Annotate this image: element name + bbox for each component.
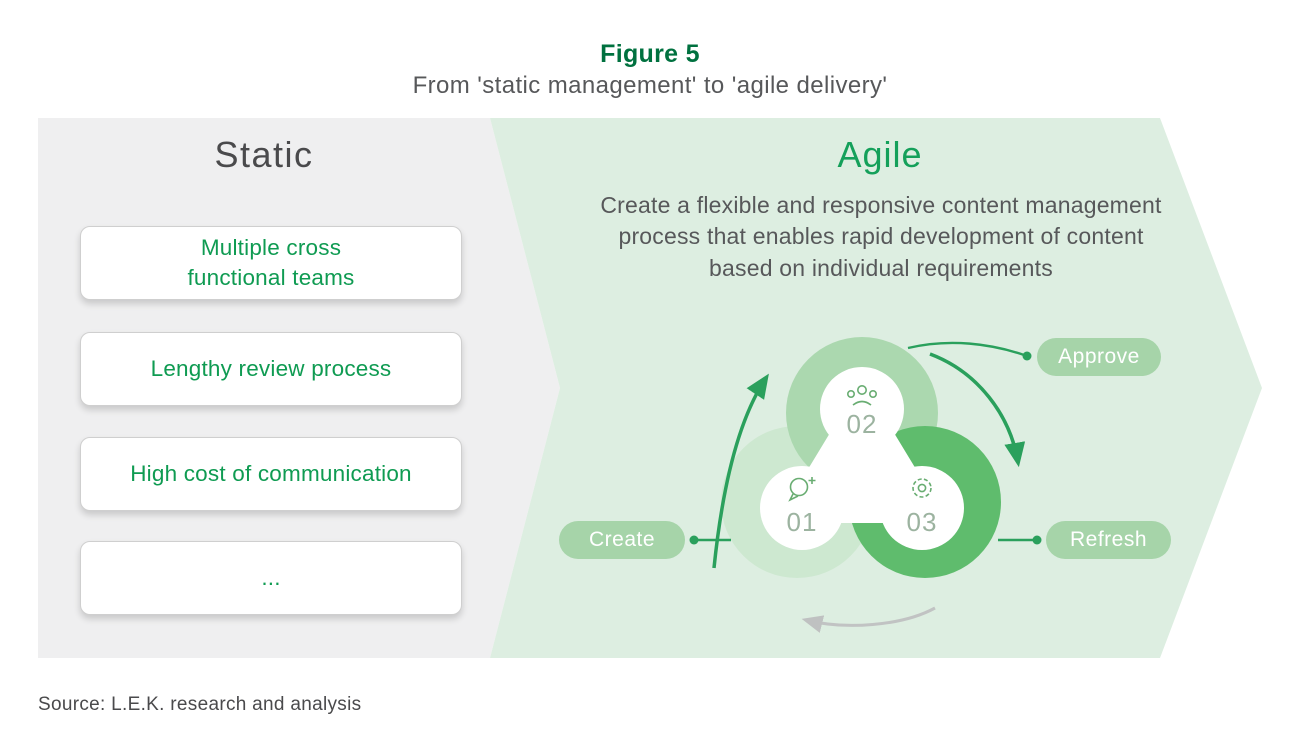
step-1-number: 01 [787,507,818,537]
team-icon [846,385,877,406]
source-note: Source: L.E.K. research and analysis [38,694,362,715]
step-1-disc [760,466,844,550]
refresh-pill-label: Refresh [1069,528,1148,551]
approve-pill: Approve [1037,338,1161,376]
create-pill: Create [559,521,685,559]
agile-description: Create a flexible and responsive content… [600,192,1162,281]
step-3-disc [880,466,964,550]
connector-dot-create [689,535,699,545]
static-item-card: High cost of communication [80,437,462,511]
step-2-disc [820,367,904,451]
figure-title: From 'static management' to 'agile deliv… [412,72,888,99]
refresh-pill: Refresh [1046,521,1171,559]
arrow-approve-to-refresh [929,352,1026,468]
static-item-card: Lengthy review process [80,332,462,406]
figure-label: Figure 5 [600,40,700,68]
approve-pill-label: Approve [1058,345,1140,368]
agile-cycle-diagram: 02 01 03 [689,337,1042,633]
create-pill-label: Create [588,528,656,551]
static-heading: Static [214,134,314,175]
connector-dot-refresh [1032,535,1042,545]
idea-bubble-icon [788,477,816,502]
gear-icon [912,478,932,498]
connector-dot-approve [1022,351,1032,361]
static-item-label: High cost of communication [130,460,412,486]
static-item-card: Multiple cross functional teams [80,226,462,300]
static-item-label: ... [261,564,281,590]
step-2-number: 02 [847,409,878,439]
static-item-label: Multiple cross functional teams [187,234,355,290]
static-item-label: Lengthy review process [150,355,392,381]
static-item-card: ... [80,541,462,615]
connector-approve [907,341,1025,357]
arrow-refresh-to-create [801,606,936,633]
main-panel: Static Multiple cross functional teams L… [38,118,1262,658]
step-3-number: 03 [907,507,938,537]
agile-heading: Agile [837,134,923,175]
